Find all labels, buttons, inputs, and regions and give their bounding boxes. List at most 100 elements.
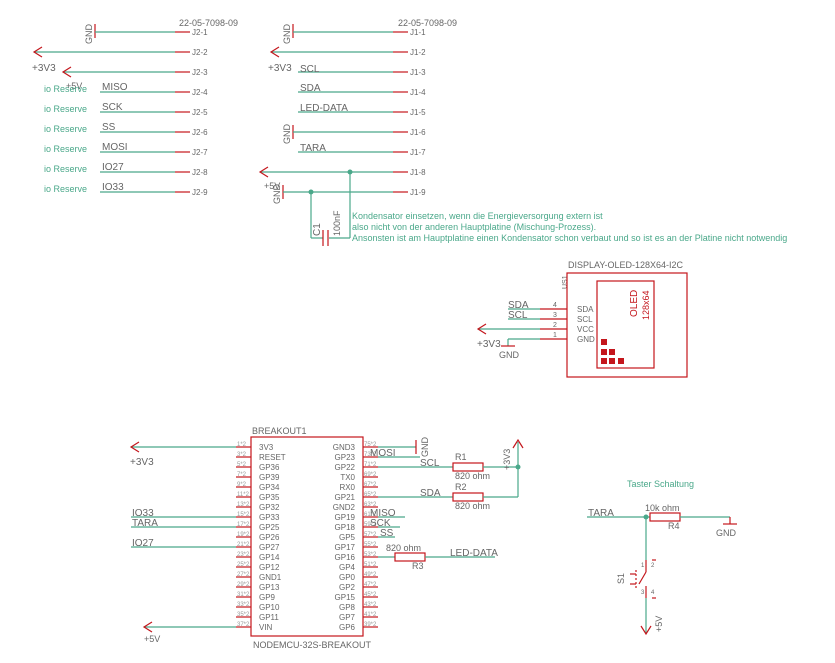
breakout-left-pin-number: 29*2 <box>237 582 250 588</box>
breakout-left-pin-label: GP33 <box>259 513 280 522</box>
switch-pin-number: 3 <box>641 590 645 596</box>
display-ref: US1 <box>562 275 569 289</box>
j1-gnd-top-label: GND <box>282 24 292 45</box>
breakout-left-pin-label: GP9 <box>259 593 276 602</box>
pin-label: J1-4 <box>410 88 426 97</box>
junction-dot <box>347 169 353 175</box>
breakout-left-pin-label: GP25 <box>259 523 280 532</box>
breakout-left-pin-number: 25*2 <box>237 562 250 568</box>
breakout-right-pin-label: GP17 <box>335 543 356 552</box>
breakout-left-pin-number: 17*2 <box>237 522 250 528</box>
reserve-label: io Reserve <box>44 84 87 94</box>
resistor-name: R2 <box>455 482 467 492</box>
breakout-3v3-label: +3V3 <box>130 457 154 468</box>
breakout-left-pin-label: GP10 <box>259 603 280 612</box>
capacitor-c1: C1 100nF Kondensator einsetzen, wenn die… <box>308 169 787 246</box>
j1-pin-stubs <box>393 31 408 193</box>
breakout-left-pin-label: GP35 <box>259 493 280 502</box>
breakout-right-pin-label: GP8 <box>339 603 356 612</box>
pin-label: J2-6 <box>192 128 208 137</box>
breakout-right-pin-number: 67*2 <box>364 482 377 488</box>
cap-note-line: also nicht von der anderen Hauptplatine … <box>352 222 596 232</box>
reserve-label: io Reserve <box>44 124 87 134</box>
button-gnd-label: GND <box>716 528 737 538</box>
j2-pin-stubs <box>175 31 190 193</box>
breakout-right-pin-number: 43*2 <box>364 602 377 608</box>
breakout-right-pin-label: GP4 <box>339 563 356 572</box>
breakout-left-pins: 3V31*2RESET3*2GP365*2GP397*2GP349*2GP351… <box>236 442 286 632</box>
breakout-left-pin-label: GP36 <box>259 463 280 472</box>
switch-name: S1 <box>616 573 626 584</box>
resistor-value: 820 ohm <box>386 543 421 553</box>
pin-label: J1-6 <box>410 128 426 137</box>
button-title: Taster Schaltung <box>627 479 694 489</box>
display-title: DISPLAY-OLED-128X64-I2C <box>568 260 684 270</box>
resistor-name: R3 <box>412 561 424 571</box>
display-pin-label: VCC <box>577 325 594 334</box>
cap-value: 100nF <box>332 210 342 236</box>
pin-label: J1-3 <box>410 68 426 77</box>
breakout-left-pin-number: 31*2 <box>237 592 250 598</box>
nodemcu-breakout: BREAKOUT1 NODEMCU-32S-BREAKOUT 3V31*2RES… <box>129 426 524 650</box>
breakout-right-pin-label: GP6 <box>339 623 356 632</box>
net-label: MISO <box>102 82 128 93</box>
breakout-left-pin-number: 21*2 <box>237 542 250 548</box>
breakout-right-pin-label: GP21 <box>335 493 356 502</box>
net-label: LED-DATA <box>300 103 348 114</box>
breakout-right-pin-number: 41*2 <box>364 612 377 618</box>
breakout-5v-label: +5V <box>144 634 160 644</box>
breakout-right-pin-number: 49*2 <box>364 572 377 578</box>
net-label: IO33 <box>132 508 154 519</box>
breakout-left-pin-label: GP27 <box>259 543 280 552</box>
net-label: IO33 <box>102 182 124 193</box>
breakout-left-pin-number: 27*2 <box>237 572 250 578</box>
breakout-right-pin-number: 47*2 <box>364 582 377 588</box>
display-pin-label: GND <box>577 335 595 344</box>
connector-j2: 22-05-7098-09 GND +3V3 +5V io Reserve io… <box>32 18 238 197</box>
net-label: SCL <box>420 458 440 469</box>
breakout-left-pin-label: GP13 <box>259 583 280 592</box>
pin-label: J2-9 <box>192 188 208 197</box>
breakout-3v3-right-label: +3V3 <box>502 449 512 470</box>
breakout-right-pin-label: GP15 <box>335 593 356 602</box>
j1-gnd-bot-label: GND <box>272 184 282 205</box>
reserve-label: io Reserve <box>44 144 87 154</box>
pin-label: J2-7 <box>192 148 208 157</box>
pin-label: J2-4 <box>192 88 208 97</box>
net-label: SCK <box>370 518 391 529</box>
resistor-value: 820 ohm <box>455 501 490 511</box>
connector-j1: 22-05-7098-09 GND +3V3 SCL SDA LED-DATA … <box>258 18 457 205</box>
tactile-switch-icon <box>630 559 656 599</box>
reserve-label: io Reserve <box>44 164 87 174</box>
breakout-left-pin-number: 7*2 <box>237 472 247 478</box>
pin-label: J2-8 <box>192 168 208 177</box>
breakout-right-pin-label: GP23 <box>335 453 356 462</box>
breakout-right-pin-label: GP2 <box>339 583 356 592</box>
net-label: TARA <box>132 518 158 529</box>
net-label: IO27 <box>102 162 124 173</box>
breakout-right-pin-label: GP22 <box>335 463 356 472</box>
junction-dot <box>515 464 521 470</box>
j2-gnd-label: GND <box>84 24 94 45</box>
breakout-right-pin-label: RX0 <box>339 483 355 492</box>
resistor-name: R4 <box>668 521 680 531</box>
net-label: IO27 <box>132 538 154 549</box>
breakout-left-pin-number: 3*2 <box>237 452 247 458</box>
breakout-left-pin-number: 35*2 <box>237 612 250 618</box>
breakout-right-pin-number: 57*2 <box>364 532 377 538</box>
breakout-left-pin-label: GP11 <box>259 613 279 622</box>
pin-label: J1-9 <box>410 188 426 197</box>
breakout-left-pin-number: 9*2 <box>237 482 247 488</box>
breakout-left-pin-number: 11*2 <box>237 492 250 498</box>
breakout-right-pin-label: GP5 <box>339 533 356 542</box>
net-label: SDA <box>420 488 441 499</box>
net-label: SCL <box>508 310 528 321</box>
net-label: TARA <box>588 508 614 519</box>
breakout-right-pin-label: GND3 <box>333 443 356 452</box>
pin-label: J1-7 <box>410 148 426 157</box>
pin-label: J2-5 <box>192 108 208 117</box>
breakout-right-pin-label: GP19 <box>335 513 356 522</box>
junction-dot <box>308 189 314 195</box>
